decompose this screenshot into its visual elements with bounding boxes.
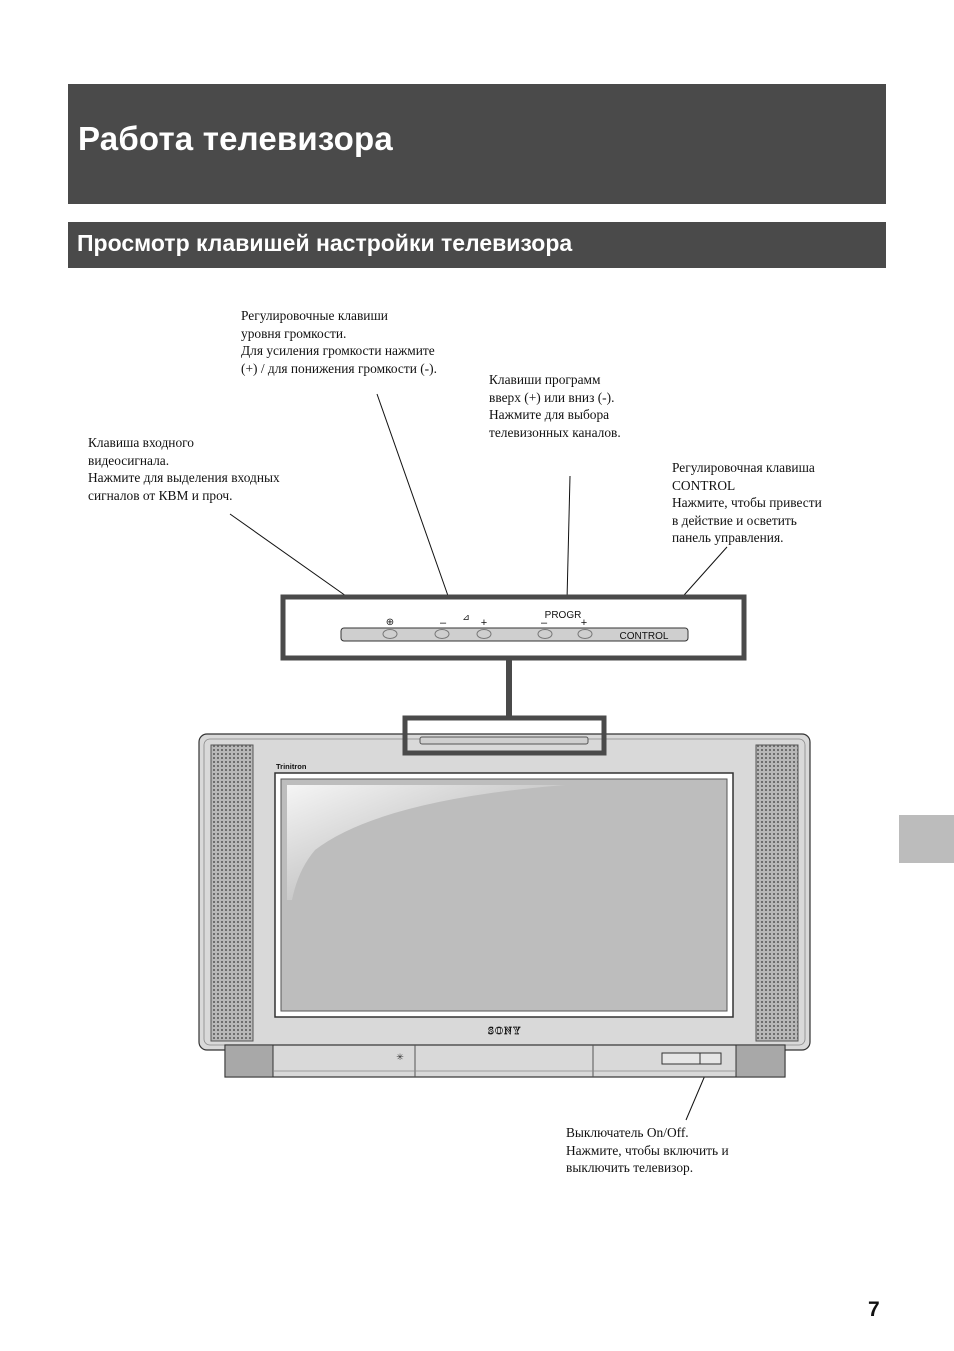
right-speaker-grill — [755, 744, 799, 1042]
progr-plus-circle — [577, 629, 593, 639]
chapter-side-tab — [899, 815, 954, 863]
chapter-title: Работа телевизора — [78, 120, 393, 157]
trinitron-logo: Trinitron — [276, 762, 307, 771]
chapter-header: Работа телевизора — [68, 84, 886, 204]
progr-plus-label: + — [581, 617, 587, 629]
volume-plus-label: + — [481, 617, 487, 629]
section-header: Просмотр клавишей настройки телевизора — [68, 222, 886, 268]
television: ✳ Trinitron SONY — [198, 733, 811, 1078]
zoom-highlight-box — [402, 715, 607, 756]
callout-power: Выключатель On/Off. Нажмите, чтобы включ… — [566, 1125, 729, 1175]
input-key-circle — [382, 629, 398, 639]
callout-input: Клавиша входного видеосигнала. Нажмите д… — [88, 435, 280, 503]
control-panel-zoom: ⊕ – ⊿ + PROGR – + CONTROL — [280, 594, 747, 661]
power-switch — [661, 1052, 722, 1065]
progr-label: PROGR — [545, 610, 582, 621]
callout-volume: Регулировочные клавиши уровня громкости.… — [241, 308, 437, 376]
control-label: CONTROL — [620, 631, 669, 642]
standby-indicator-icon: ✳ — [396, 1052, 404, 1062]
input-icon: ⊕ — [386, 617, 394, 628]
sony-logo: SONY — [488, 1026, 522, 1037]
callout-control: Регулировочная клавиша CONTROL Нажмите, … — [672, 460, 822, 545]
page-number: 7 — [868, 1298, 880, 1321]
section-title: Просмотр клавишей настройки телевизора — [77, 230, 573, 256]
progr-minus-circle — [537, 629, 553, 639]
callout-programs: Клавиши программ вверх (+) или вниз (-).… — [489, 372, 621, 440]
left-speaker-grill — [210, 744, 254, 1042]
screen-glare — [287, 785, 565, 900]
volume-plus-circle — [476, 629, 492, 639]
volume-minus-label: – — [440, 617, 447, 629]
zoom-connector — [506, 658, 512, 718]
progr-minus-label: – — [541, 617, 548, 629]
volume-minus-circle — [434, 629, 450, 639]
volume-icon: ⊿ — [462, 612, 470, 622]
